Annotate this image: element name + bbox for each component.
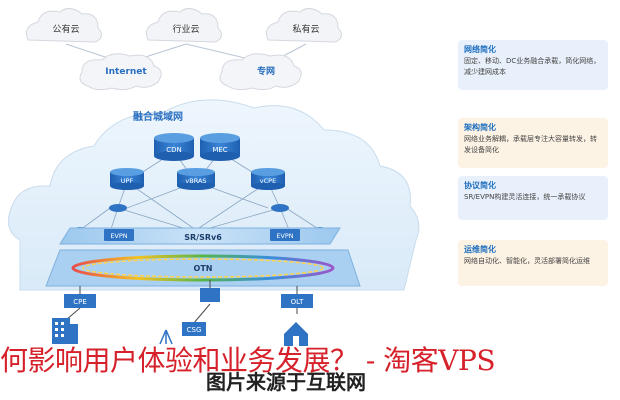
cdn-label: CDN	[166, 146, 182, 154]
mec-node: MEC	[200, 133, 240, 161]
panel-architecture-simplify: 架构简化 网络业务解耦，承载层专注大容量转发，转发设备简化	[458, 118, 608, 168]
srv6-label: SR/SRv6	[184, 233, 222, 242]
panel-network-simplify: 网络简化 固定、移动、DC业务融合承载，简化网络，减少建网成本	[458, 40, 608, 90]
cloud-public-label: 公有云	[52, 23, 79, 35]
watermark-title: 何影响用户体验和业务发展？ - 淘客VPS	[0, 344, 496, 377]
panel-desc: 网络自动化、智能化，灵活部署简化运维	[464, 257, 590, 265]
panel-desc: 网络业务解耦，承载层专注大容量转发，转发设备简化	[464, 135, 597, 154]
cdn-node: CDN	[154, 133, 194, 161]
private-network-label: 专网	[257, 65, 275, 77]
metro-title: 融合城域网	[133, 110, 183, 123]
building-icon	[52, 318, 78, 344]
vcpe-node: vCPE	[251, 168, 285, 190]
otn-label: OTN	[194, 264, 213, 273]
mec-label: MEC	[212, 146, 227, 154]
house-icon	[284, 322, 308, 346]
csg-label: CSG	[187, 326, 202, 334]
csg-node: CSG	[182, 322, 206, 336]
cpe-node: CPE	[64, 294, 96, 308]
cloud-private-label: 私有云	[292, 23, 319, 35]
cloud-industry-label: 行业云	[172, 23, 199, 35]
panel-title: 架构简化	[464, 123, 496, 132]
internet-label: Internet	[105, 67, 147, 77]
panel-operations-simplify: 运维简化 网络自动化、智能化，灵活部署简化运维	[458, 240, 608, 286]
cloud-private-network: 专网	[219, 53, 302, 91]
vbras-label: vBRAS	[185, 177, 206, 185]
upf-node: UPF	[110, 168, 144, 190]
panel-desc: 固定、移动、DC业务融合承载，简化网络，减少建网成本	[464, 57, 601, 76]
panel-protocol-simplify: 协议简化 SR/EVPN构建灵活连接，统一承载协议	[458, 176, 608, 220]
otn-layer: OTN	[45, 249, 361, 287]
olt-node: OLT	[281, 294, 313, 308]
cloud-internet: Internet	[79, 53, 162, 91]
panel-title: 运维简化	[464, 245, 496, 254]
panel-desc: SR/EVPN构建灵活连接，统一承载协议	[464, 193, 586, 201]
panel-title: 网络简化	[464, 45, 496, 54]
image-source-caption: 图片来源于互联网	[206, 370, 366, 394]
evpn-left-label: EVPN	[110, 232, 127, 240]
cloud-public: 公有云	[25, 8, 102, 43]
vbras-node: vBRAS	[177, 168, 215, 190]
evpn-right-label: EVPN	[276, 232, 293, 240]
middle-access-node	[200, 288, 220, 302]
srv6-layer: EVPN SR/SRv6 EVPN	[59, 227, 341, 245]
olt-label: OLT	[291, 298, 304, 306]
cloud-industry: 行业云	[145, 8, 222, 43]
cpe-label: CPE	[73, 298, 87, 306]
cell-tower-icon	[159, 329, 173, 345]
upf-label: UPF	[121, 177, 134, 185]
panel-title: 协议简化	[464, 181, 496, 190]
vcpe-label: vCPE	[260, 177, 276, 185]
cloud-private: 私有云	[265, 8, 342, 43]
